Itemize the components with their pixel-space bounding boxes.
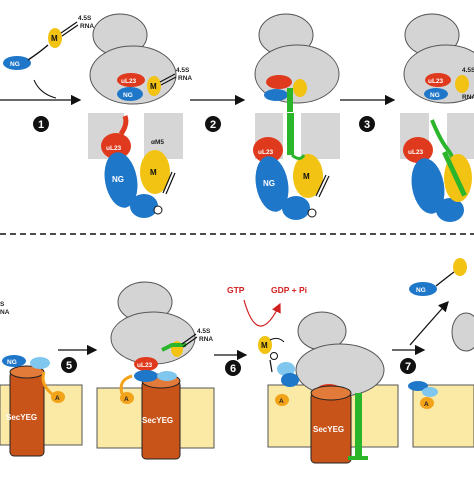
a-label-5: A xyxy=(124,396,129,403)
am5-label: αM5 xyxy=(151,139,164,146)
step-6-number: 6 xyxy=(230,363,236,375)
ul23-label-z1: uL23 xyxy=(106,145,122,152)
step-6-badge xyxy=(225,360,241,376)
a-label-7: A xyxy=(424,401,429,408)
rna-sub-free: RNA xyxy=(80,23,94,30)
secyeg-label-6: SecYEG xyxy=(313,425,344,434)
membrane-panel-6: uL23 M A SecYEG xyxy=(258,311,399,464)
a-label-4: A xyxy=(55,395,60,402)
m-label-free: M xyxy=(51,34,58,43)
step-7-number: 7 xyxy=(405,361,411,373)
rna-sub-cut: NA xyxy=(0,309,10,316)
m-label-6: M xyxy=(261,341,268,350)
gtp-label: GTP xyxy=(227,285,245,295)
membrane-panel-4: S NA SecYEG NG A xyxy=(0,301,83,457)
gdp-pi-label: GDP + Pi xyxy=(271,285,307,295)
membrane-panel-7: NG A xyxy=(408,258,474,448)
rna-sub-3: RNA xyxy=(462,94,474,101)
ribosome-3: uL23 NG 4.5S RNA xyxy=(403,13,474,104)
rna-sub-1: RNA xyxy=(178,75,192,82)
ng-label-1: NG xyxy=(123,92,133,99)
ng-label-z2: NG xyxy=(263,179,275,188)
step-7-badge xyxy=(400,358,416,374)
rna-label-free: 4.5S xyxy=(78,15,92,22)
ng-label-z1: NG xyxy=(112,175,124,184)
m-label-z1: M xyxy=(150,168,157,177)
gtp-hydrolysis: GTP GDP + Pi xyxy=(227,285,307,327)
ribosome-2 xyxy=(254,13,340,112)
rna-label-1: 4.5S xyxy=(176,67,190,74)
step-3-number: 3 xyxy=(364,119,370,131)
ul23-label-z2: uL23 xyxy=(258,149,274,156)
m-label-1: M xyxy=(150,82,157,91)
rna-label-5: 4.5S xyxy=(197,328,211,335)
membrane-panel-5: uL23 4.5S RNA SecYEG A xyxy=(96,281,215,460)
ul23-label-3: uL23 xyxy=(428,78,444,85)
ng-label-4: NG xyxy=(7,359,17,366)
ul23-label-z3: uL23 xyxy=(408,149,424,156)
ul23-label-5: uL23 xyxy=(137,362,153,369)
zoom-1: uL23 NG M αM5 xyxy=(88,113,183,218)
free-srp: NG M 4.5S RNA xyxy=(3,15,94,70)
step-3-badge xyxy=(359,116,375,132)
a-label-6: A xyxy=(279,398,284,405)
ribosome-1: uL23 NG M 4.5S RNA xyxy=(89,13,192,105)
m-label-z2: M xyxy=(303,172,310,181)
secyeg-label-5: SecYEG xyxy=(142,416,173,425)
rna-label-cut: S xyxy=(0,301,5,308)
step-1-badge xyxy=(33,116,49,132)
secyeg-label-4: SecYEG xyxy=(6,413,37,422)
rna-sub-5: RNA xyxy=(199,336,213,343)
step-5-number: 5 xyxy=(66,360,72,372)
ul23-label-1: uL23 xyxy=(121,78,137,85)
rna-label-3: 4.5S xyxy=(462,67,474,74)
step-2-badge xyxy=(205,116,221,132)
ng-label-7: NG xyxy=(416,287,426,294)
zoom-2: uL23 NG M xyxy=(253,113,340,220)
step-2-number: 2 xyxy=(210,119,216,131)
step-1-number: 1 xyxy=(38,119,44,131)
ng-label-free: NG xyxy=(10,61,20,68)
step-5-badge xyxy=(61,357,77,373)
ng-label-3: NG xyxy=(430,92,440,99)
zoom-3: uL23 xyxy=(400,113,474,222)
